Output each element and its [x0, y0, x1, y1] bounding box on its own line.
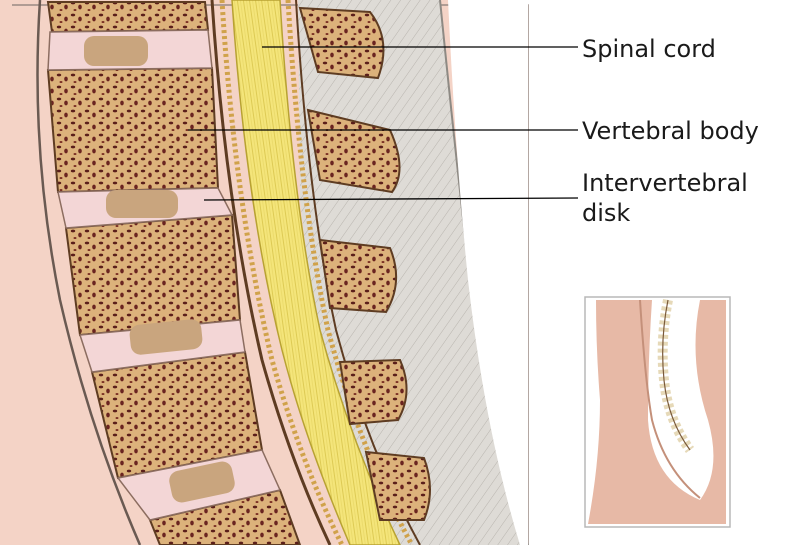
- vertebra-1: [48, 2, 208, 32]
- main-spine-cross-section: [0, 0, 528, 545]
- inset-torso-figure: [585, 297, 730, 527]
- label-spinal-cord: Spinal cord: [582, 34, 716, 64]
- label-intervertebral-disk-line2: disk: [582, 198, 748, 228]
- label-intervertebral-disk-line1: Intervertebral: [582, 168, 748, 198]
- label-intervertebral-disk: Intervertebral disk: [582, 168, 748, 228]
- vertebra-3: [66, 215, 240, 335]
- label-vertebral-body: Vertebral body: [582, 116, 759, 146]
